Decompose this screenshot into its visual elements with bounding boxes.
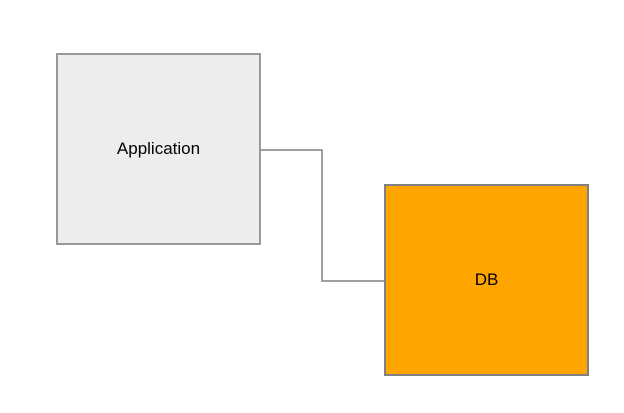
application-node[interactable]: Application — [56, 53, 261, 245]
db-node[interactable]: DB — [384, 184, 589, 376]
application-db-connector[interactable] — [261, 149, 384, 282]
application-node-label: Application — [116, 139, 201, 158]
db-node-label: DB — [474, 270, 499, 289]
